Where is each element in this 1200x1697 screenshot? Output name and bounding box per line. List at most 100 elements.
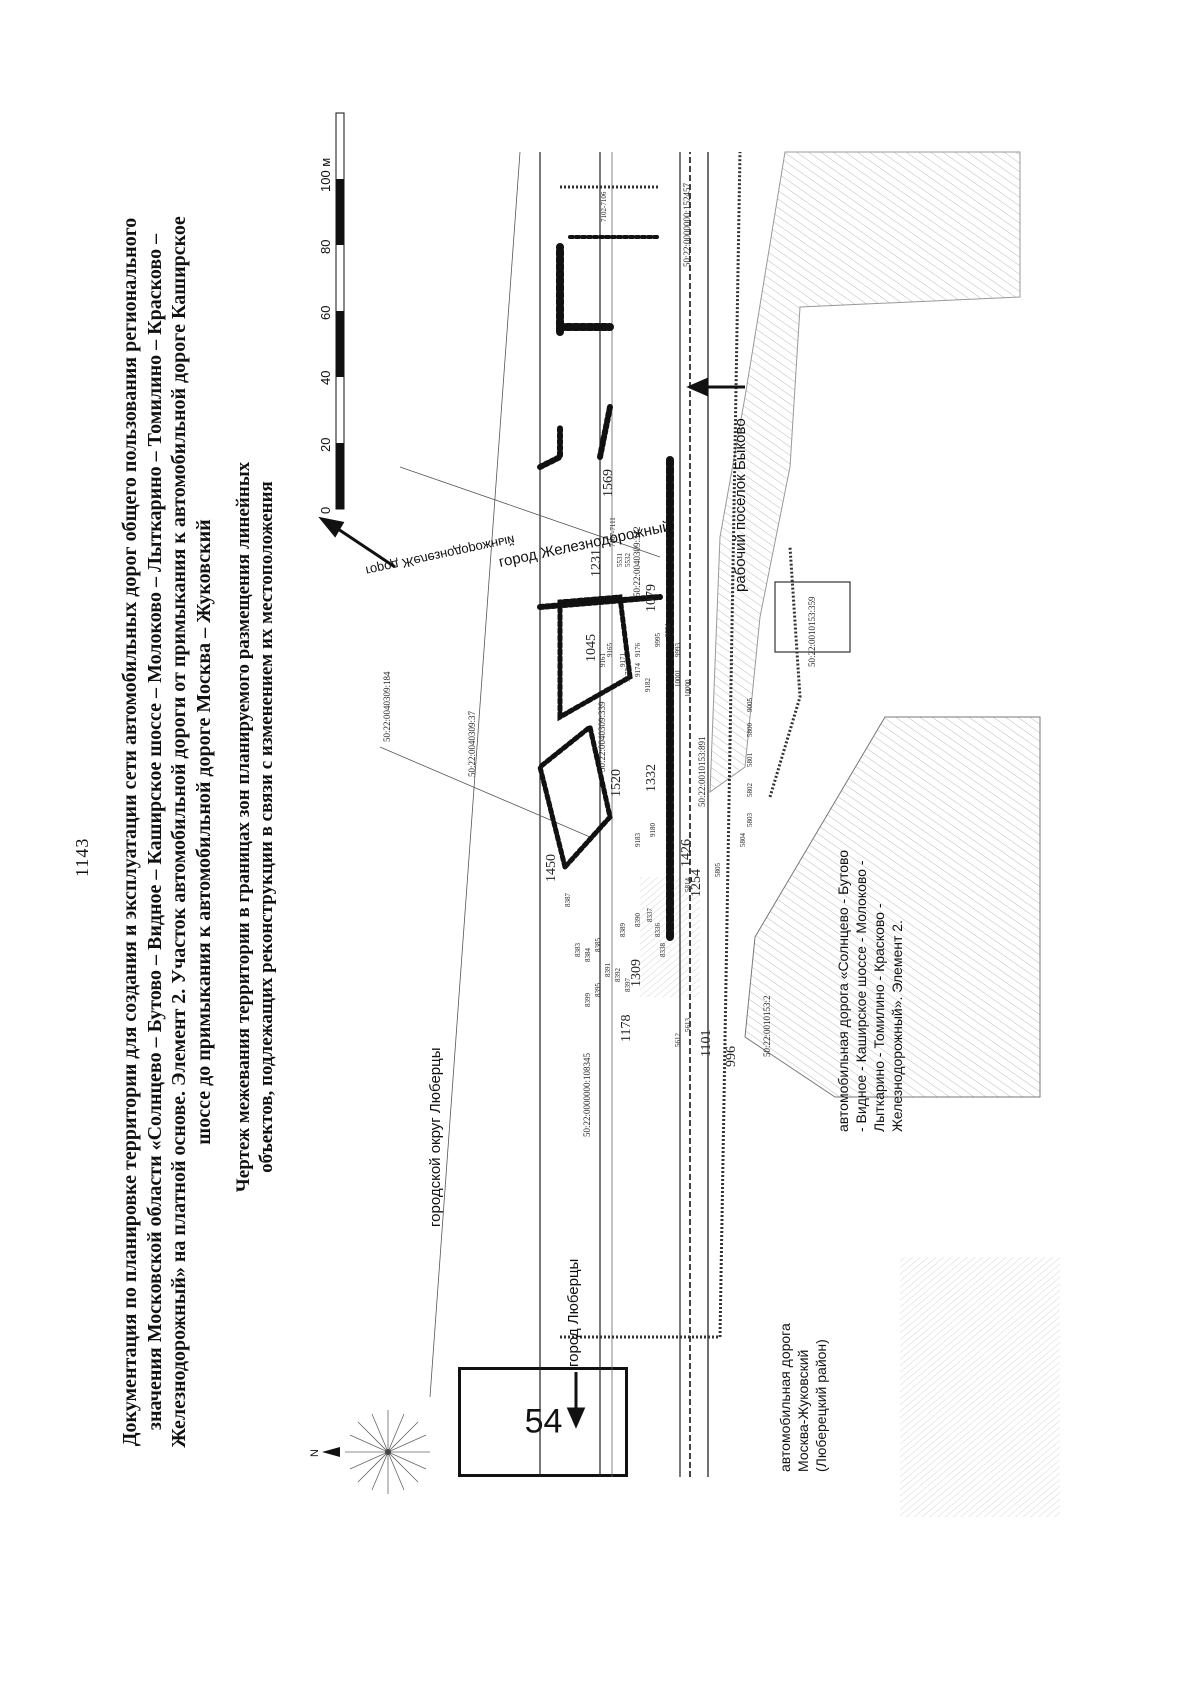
label-line: - Видное - Каширское шоссе - Молоково - (853, 860, 869, 1132)
parcel-number: 1309 (629, 959, 644, 987)
parcel-number: 1520 (609, 769, 624, 797)
point-number: 9182 (644, 678, 652, 693)
point-number: 9180 (649, 823, 657, 838)
point-number: 9161 (599, 653, 607, 668)
scale-bar (335, 112, 345, 510)
point-number: 5800 (746, 723, 754, 738)
parcel-outlines (537, 235, 674, 941)
cadastral-number: 50:22:0000000:152457 (682, 182, 692, 267)
label-city-zheleznodorozhny-mirror: город Железнодорожный (364, 532, 516, 578)
cadastral-number: 50:22:0040309:339 (597, 701, 607, 772)
label-city-zheleznodorozhny: город Железнодорожный (497, 518, 672, 571)
parcel-number: 1178 (619, 1015, 634, 1042)
label-line: Москва-Жуковский (795, 1350, 811, 1472)
label-road-main: автомобильная дорога «Солнцево - Бутово … (835, 846, 905, 1132)
point-number: 8337 (646, 908, 654, 923)
cadastral-number: 50:22:0000000:108345 (582, 1052, 592, 1137)
point-number: 8390 (634, 913, 642, 928)
cadastral-number: 50:22:0010153:891 (697, 736, 707, 807)
point-number: 5805 (714, 863, 722, 878)
cadastral-number: 50:22:0010153:2 (762, 995, 772, 1057)
point-number: 9176 (634, 643, 642, 658)
point-number: 5532 (624, 553, 632, 568)
hatched-areas (640, 151, 1060, 1517)
point-number: 5531 (616, 553, 624, 568)
label-line: автомобильная дорога «Солнцево - Бутово (835, 850, 851, 1132)
point-number: 8383 (574, 943, 582, 958)
point-number: 8387 (564, 893, 572, 908)
point-number: 5814 (684, 878, 692, 893)
point-number: 7102-7106 (600, 191, 608, 222)
point-number: 9165 (606, 643, 614, 658)
road-corridor (379, 151, 709, 1477)
parcel-number: 1450 (544, 854, 559, 882)
parcel-numbers: 1569 1231 1079 1045 1520 1332 1426 1254 … (544, 469, 739, 1067)
point-number: 9995 (654, 633, 662, 648)
cadastral-number: 50:22:0040309:184 (382, 671, 392, 742)
point-number: 9993 (674, 643, 682, 658)
point-number: 8338 (659, 943, 667, 958)
point-number: 8399 (584, 993, 592, 1008)
parcel-number: 1254 (689, 869, 704, 897)
point-number: 8385 (594, 938, 602, 953)
point-number: 9173 (624, 668, 632, 683)
parcel-number: 1426 (679, 839, 694, 867)
point-number: 8397 (624, 978, 632, 993)
point-number: 5613 (684, 1018, 692, 1033)
point-number: 8389 (619, 923, 627, 938)
cadastral-number: 50:22:0040309:342 (632, 526, 642, 597)
label-lyubertsy-city: город Люберцы (565, 1259, 582, 1367)
parcel-number: 1101 (699, 1030, 714, 1057)
scale-tick: 20 (318, 438, 333, 452)
point-number: 10000 (684, 679, 692, 697)
label-line: (Люберецкий район) (813, 1339, 829, 1472)
point-number: 5801 (746, 753, 754, 768)
point-number: 5804 (739, 833, 747, 848)
label-lyubertsy-okrug: городской округ Люберцы (427, 1047, 444, 1227)
point-number: 8336 (654, 923, 662, 938)
scale-tick: 100 м (318, 158, 333, 192)
label-line: Лыткарино - Томилино - Красково - (871, 903, 887, 1132)
label-bykovo: рабочий поселок Быково (732, 418, 749, 592)
parcel-number: 1231 (589, 549, 604, 577)
point-number: 5612 (674, 1033, 682, 1048)
parcel-number: 1332 (644, 764, 659, 792)
scale-tick: 0 (318, 507, 333, 514)
parcel-number: 1045 (584, 634, 599, 662)
point-number: 8392 (614, 968, 622, 983)
point-number: 9174 (634, 663, 642, 678)
point-number: 8395 (594, 983, 602, 998)
boundary-lines (560, 151, 802, 1339)
land-plot-rect (774, 581, 851, 653)
cadastral-number: 50:22:0010153:359 (807, 596, 817, 667)
parcel-number: 996 (724, 1046, 739, 1067)
point-number: 8391 (604, 963, 612, 978)
point-number: 5802 (746, 783, 754, 798)
parcel-number: 1569 (601, 469, 616, 497)
point-number: 7107-7111 (609, 517, 617, 547)
point-number: 9005 (746, 698, 754, 713)
point-number: 9991 (664, 623, 672, 638)
scale-tick: 80 (318, 240, 333, 254)
direction-arrows (318, 377, 745, 1429)
compass-rose-icon (322, 1410, 430, 1494)
parcel-number: 1079 (644, 584, 659, 612)
scale-tick: 40 (318, 371, 333, 385)
scale-ticks: 0 20 40 60 80 100 м (318, 158, 333, 514)
label-road-moscow-zhukovsky: автомобильная дорога Москва-Жуковский (Л… (777, 1319, 829, 1472)
point-numbers: 7102-7106 7107-7111 5531 5532 9161 9165 … (564, 191, 754, 1047)
scale-tick: 60 (318, 306, 333, 320)
cadastral-number: 50:22:0040309:37 (467, 710, 477, 777)
cadastral-numbers: 50:22:0040309:339 50:22:0040309:37 50:22… (382, 182, 817, 1137)
label-line: автомобильная дорога (777, 1323, 793, 1472)
point-number: 9171 (619, 653, 627, 668)
label-line: Железнодорожный». Элемент 2. (889, 920, 905, 1132)
point-number: 9183 (634, 833, 642, 848)
point-number: 5803 (746, 813, 754, 828)
point-number: 8384 (584, 948, 592, 963)
north-label: N (309, 1449, 321, 1457)
point-number: 10001 (674, 669, 682, 687)
